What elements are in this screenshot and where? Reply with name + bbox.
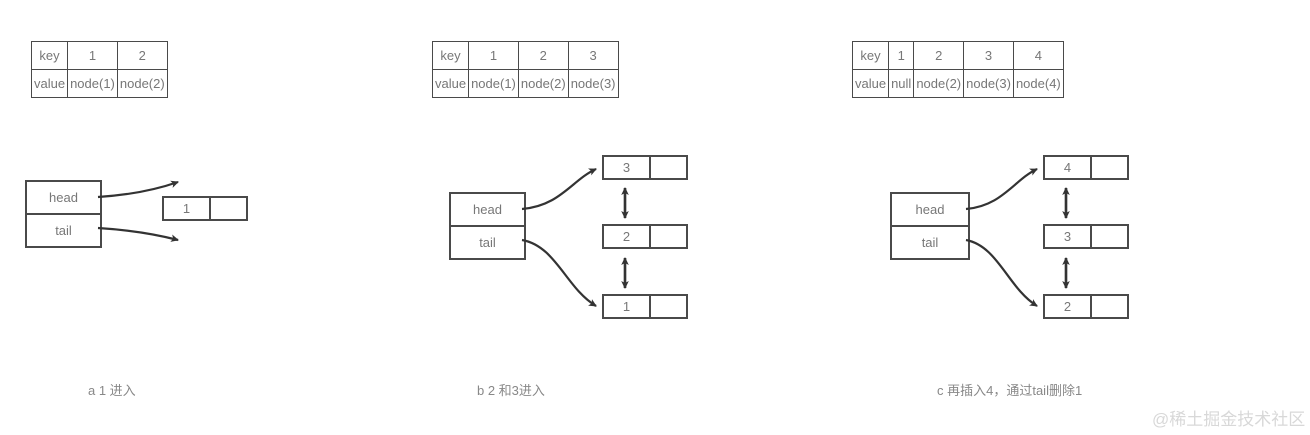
node-next-cell <box>651 226 686 247</box>
table-row: value node(1) node(2) <box>30 69 168 98</box>
node-box: 1 <box>162 196 248 221</box>
arrow-tail-to-node <box>965 238 1038 307</box>
key-cell: 2 <box>517 41 569 70</box>
node-next-cell <box>211 198 246 219</box>
key-cell: 3 <box>963 41 1014 70</box>
value-cell: node(3) <box>567 69 619 98</box>
arrow-tail-to-node <box>97 226 179 242</box>
node-box: 4 <box>1043 155 1129 180</box>
row-label-key: key <box>431 41 470 70</box>
node-box: 3 <box>1043 224 1129 249</box>
node-box: 3 <box>602 155 688 180</box>
head-label: head <box>27 182 100 215</box>
node-value: 1 <box>604 296 651 317</box>
table-row: value null node(2) node(3) node(4) <box>851 69 1064 98</box>
value-cell: node(4) <box>1012 69 1064 98</box>
head-label: head <box>451 194 524 227</box>
head-tail-box-a: head tail <box>25 180 102 248</box>
tail-label: tail <box>921 235 939 250</box>
value-cell: node(2) <box>517 69 569 98</box>
node-next-cell <box>651 157 686 178</box>
key-cell: 2 <box>116 41 168 70</box>
value-cell: node(2) <box>913 69 965 98</box>
caption-c: c 再插入4，通过tail删除1 <box>937 383 1083 398</box>
row-label-value: value <box>851 69 890 98</box>
value-cell: node(3) <box>963 69 1014 98</box>
node-next-cell <box>1092 157 1127 178</box>
row-label-key: key <box>30 41 69 70</box>
table-row: key 1 2 3 <box>431 41 619 70</box>
hash-table-b: key 1 2 3 value node(1) node(2) node(3) <box>431 41 619 98</box>
watermark: @稀土掘金技术社区 <box>1152 410 1306 429</box>
hash-table-a: key 1 2 value node(1) node(2) <box>30 41 168 98</box>
tail-label: tail <box>55 223 72 238</box>
row-label-value: value <box>30 69 69 98</box>
node-next-cell <box>1092 226 1127 247</box>
value-cell: null <box>888 69 915 98</box>
node-box: 1 <box>602 294 688 319</box>
node-next-cell <box>1092 296 1127 317</box>
caption-b: b 2 和3进入 <box>477 383 545 398</box>
node-value: 2 <box>1045 296 1092 317</box>
table-row: value node(1) node(2) node(3) <box>431 69 619 98</box>
node-value: 1 <box>164 198 211 219</box>
head-label: head <box>892 194 968 227</box>
node-next-cell <box>651 296 686 317</box>
table-row: key 1 2 3 4 <box>851 41 1064 70</box>
arrow-head-to-node <box>521 168 597 211</box>
row-label-key: key <box>851 41 890 70</box>
node-value: 3 <box>1045 226 1092 247</box>
value-cell: node(2) <box>116 69 168 98</box>
node-value: 3 <box>604 157 651 178</box>
key-cell: 2 <box>913 41 965 70</box>
hash-table-c: key 1 2 3 4 value null node(2) node(3) n… <box>851 41 1064 98</box>
key-cell: 1 <box>888 41 915 70</box>
value-cell: node(1) <box>468 69 519 98</box>
node-value: 4 <box>1045 157 1092 178</box>
table-row: key 1 2 <box>30 41 168 70</box>
arrow-tail-to-node <box>521 238 597 307</box>
head-tail-box-c: head tail <box>890 192 970 260</box>
key-cell: 1 <box>468 41 519 70</box>
value-cell: node(1) <box>67 69 118 98</box>
row-label-value: value <box>431 69 470 98</box>
head-tail-box-b: head tail <box>449 192 526 260</box>
key-cell: 1 <box>67 41 118 70</box>
node-box: 2 <box>602 224 688 249</box>
key-cell: 4 <box>1012 41 1064 70</box>
tail-label: tail <box>479 235 496 250</box>
caption-a: a 1 进入 <box>88 383 136 398</box>
arrow-head-to-node <box>965 168 1038 211</box>
node-box: 2 <box>1043 294 1129 319</box>
node-value: 2 <box>604 226 651 247</box>
arrow-head-to-node <box>97 180 179 199</box>
key-cell: 3 <box>567 41 619 70</box>
